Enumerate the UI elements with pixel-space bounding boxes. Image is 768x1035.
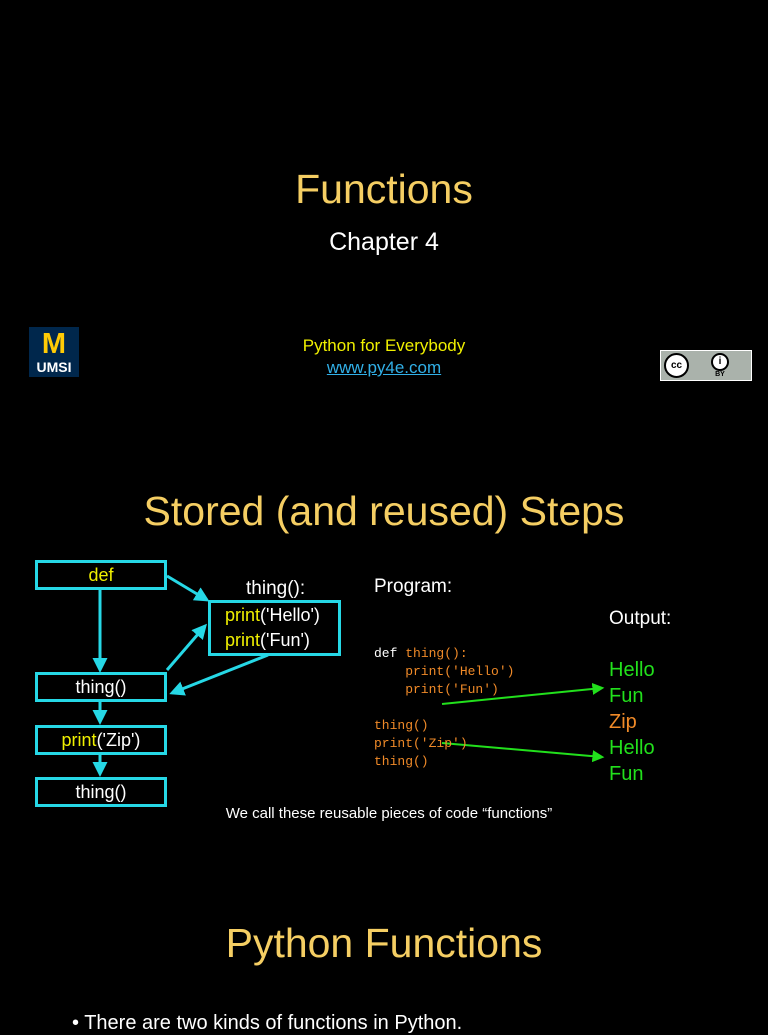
- function-body-arg: ('Fun'): [260, 630, 310, 650]
- slide2-title: Stored (and reused) Steps: [143, 488, 625, 534]
- output-line: Hello: [609, 659, 655, 681]
- arrow-call1-to-output: [441, 682, 605, 705]
- flow-call-label: thing(): [75, 677, 127, 697]
- output-label: Output:: [609, 608, 672, 629]
- code-line: def thing():: [374, 645, 514, 663]
- function-body-line: print('Fun'): [225, 628, 338, 653]
- arrow-call2-to-output: [441, 742, 605, 763]
- code-line: print('Zip'): [374, 736, 468, 751]
- slide1-subtitle: Chapter 4: [329, 228, 439, 256]
- arrow-body-to-call: [169, 653, 269, 696]
- umsi-logo-mark: M: [41, 328, 67, 360]
- code-blank-line: [374, 699, 514, 717]
- code-line: thing(): [374, 718, 429, 733]
- attribution-icon: i: [711, 353, 729, 371]
- code-listing: def thing(): print('Hello') print('Fun')…: [374, 627, 514, 771]
- course-name: Python for Everybody: [302, 336, 466, 355]
- function-body-line: print('Hello'): [225, 603, 338, 628]
- code-line: print('Hello'): [374, 664, 515, 679]
- output-line: Zip: [609, 711, 637, 733]
- cc-license-badge[interactable]: cc i BY: [660, 350, 752, 381]
- arrow-def-to-body: [166, 574, 210, 602]
- output-line: Fun: [609, 763, 644, 785]
- umsi-logo-text: UMSI: [36, 359, 72, 375]
- flow-def-box: def: [35, 560, 167, 590]
- course-link[interactable]: www.py4e.com: [326, 358, 442, 377]
- flow-print-arg: ('Zip'): [96, 730, 141, 750]
- umsi-logo: M UMSI: [29, 327, 79, 377]
- function-body-box: print('Hello') print('Fun'): [208, 600, 341, 656]
- function-body-arg: ('Hello'): [260, 605, 320, 625]
- flow-call2-box: thing(): [35, 777, 167, 807]
- function-body-keyword: print: [225, 630, 261, 650]
- slide1-title: Functions: [295, 166, 473, 212]
- flow-call2-label: thing(): [75, 782, 127, 802]
- code-def-keyword: def: [374, 646, 406, 661]
- flow-print-keyword: print: [61, 730, 97, 750]
- flow-call-box: thing(): [35, 672, 167, 702]
- attribution-label: BY: [715, 371, 725, 378]
- arrow-call-to-body: [165, 623, 207, 671]
- slide3-title: Python Functions: [225, 920, 543, 966]
- flow-print-box: print('Zip'): [35, 725, 167, 755]
- output-line: Hello: [609, 737, 655, 759]
- function-name-label: thing():: [246, 578, 306, 599]
- output-line: Fun: [609, 685, 644, 707]
- code-def-name: thing():: [405, 646, 468, 661]
- code-line: thing(): [374, 754, 429, 769]
- slide2-caption: We call these reusable pieces of code “f…: [225, 805, 553, 822]
- flow-arrows: [92, 574, 605, 777]
- program-label: Program:: [374, 576, 453, 597]
- flow-def-label: def: [88, 565, 114, 585]
- cc-icon: cc: [664, 353, 689, 378]
- function-body-keyword: print: [225, 605, 261, 625]
- code-line: print('Fun'): [374, 682, 499, 697]
